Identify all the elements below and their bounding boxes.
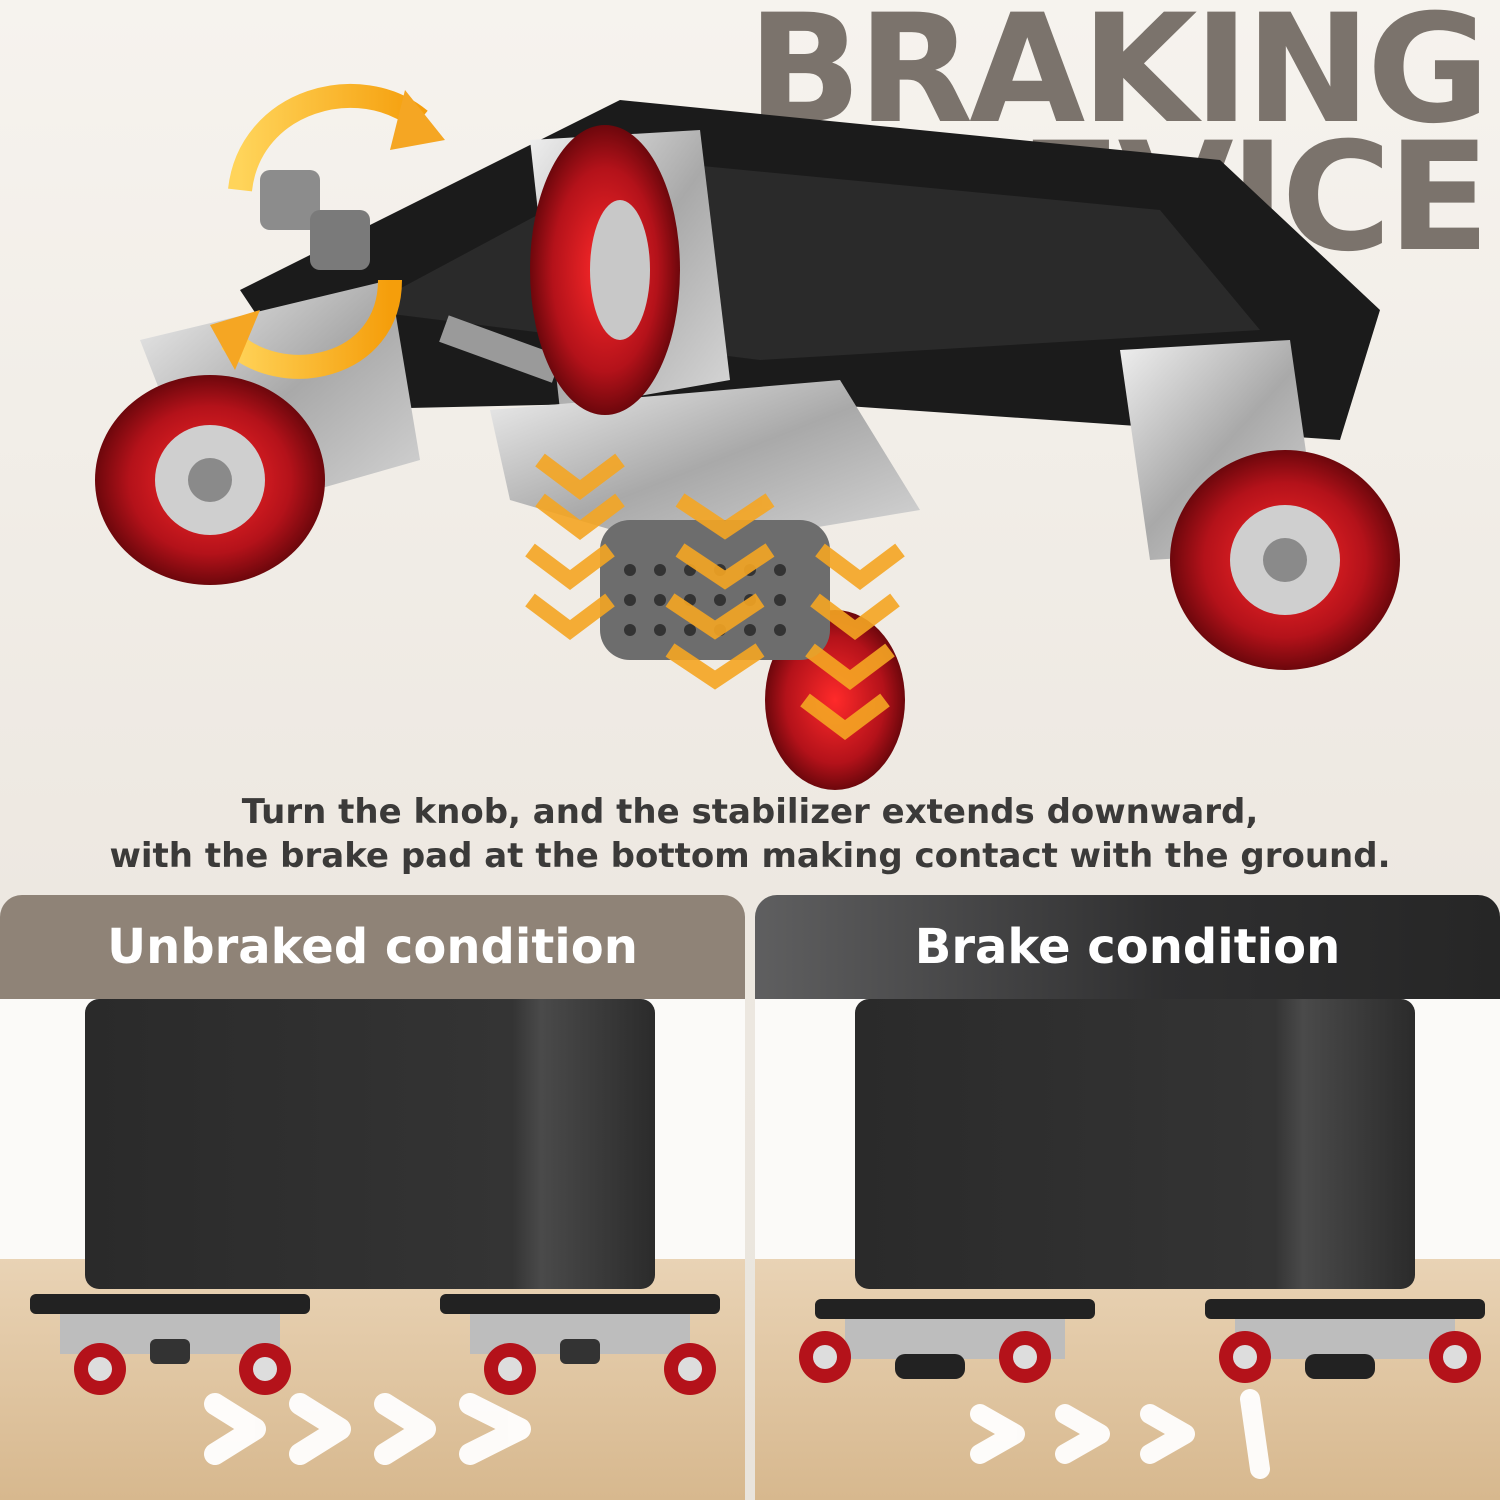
headline-line-1: BRAKING <box>747 0 1490 157</box>
braked-scene <box>755 999 1500 1500</box>
motion-arrows-icon <box>204 1393 531 1465</box>
unbraked-scene <box>0 999 745 1500</box>
dolly-left <box>30 1294 310 1395</box>
appliance-body <box>85 999 655 1289</box>
rotate-arrow-top-icon <box>228 84 428 192</box>
appliance-body <box>855 999 1415 1289</box>
description: Turn the knob, and the stabilizer extend… <box>0 790 1500 878</box>
stop-arrows-icon <box>970 1389 1270 1479</box>
down-chevrons-icon <box>525 453 905 740</box>
panel-unbraked: Unbraked condition <box>0 895 745 1500</box>
knob <box>260 170 320 230</box>
rotate-arrow-bottom-icon <box>221 279 402 379</box>
hero-product-illustration <box>95 84 1400 790</box>
panel-braked-title: Brake condition <box>755 895 1500 999</box>
description-line-1: Turn the knob, and the stabilizer extend… <box>241 792 1259 832</box>
dolly-left <box>799 1299 1095 1383</box>
dolly-right <box>440 1294 720 1395</box>
description-line-2: with the brake pad at the bottom making … <box>109 836 1391 876</box>
dolly-right <box>1205 1299 1485 1383</box>
panel-braked: Brake condition <box>755 895 1500 1500</box>
panel-unbraked-title: Unbraked condition <box>0 895 745 999</box>
